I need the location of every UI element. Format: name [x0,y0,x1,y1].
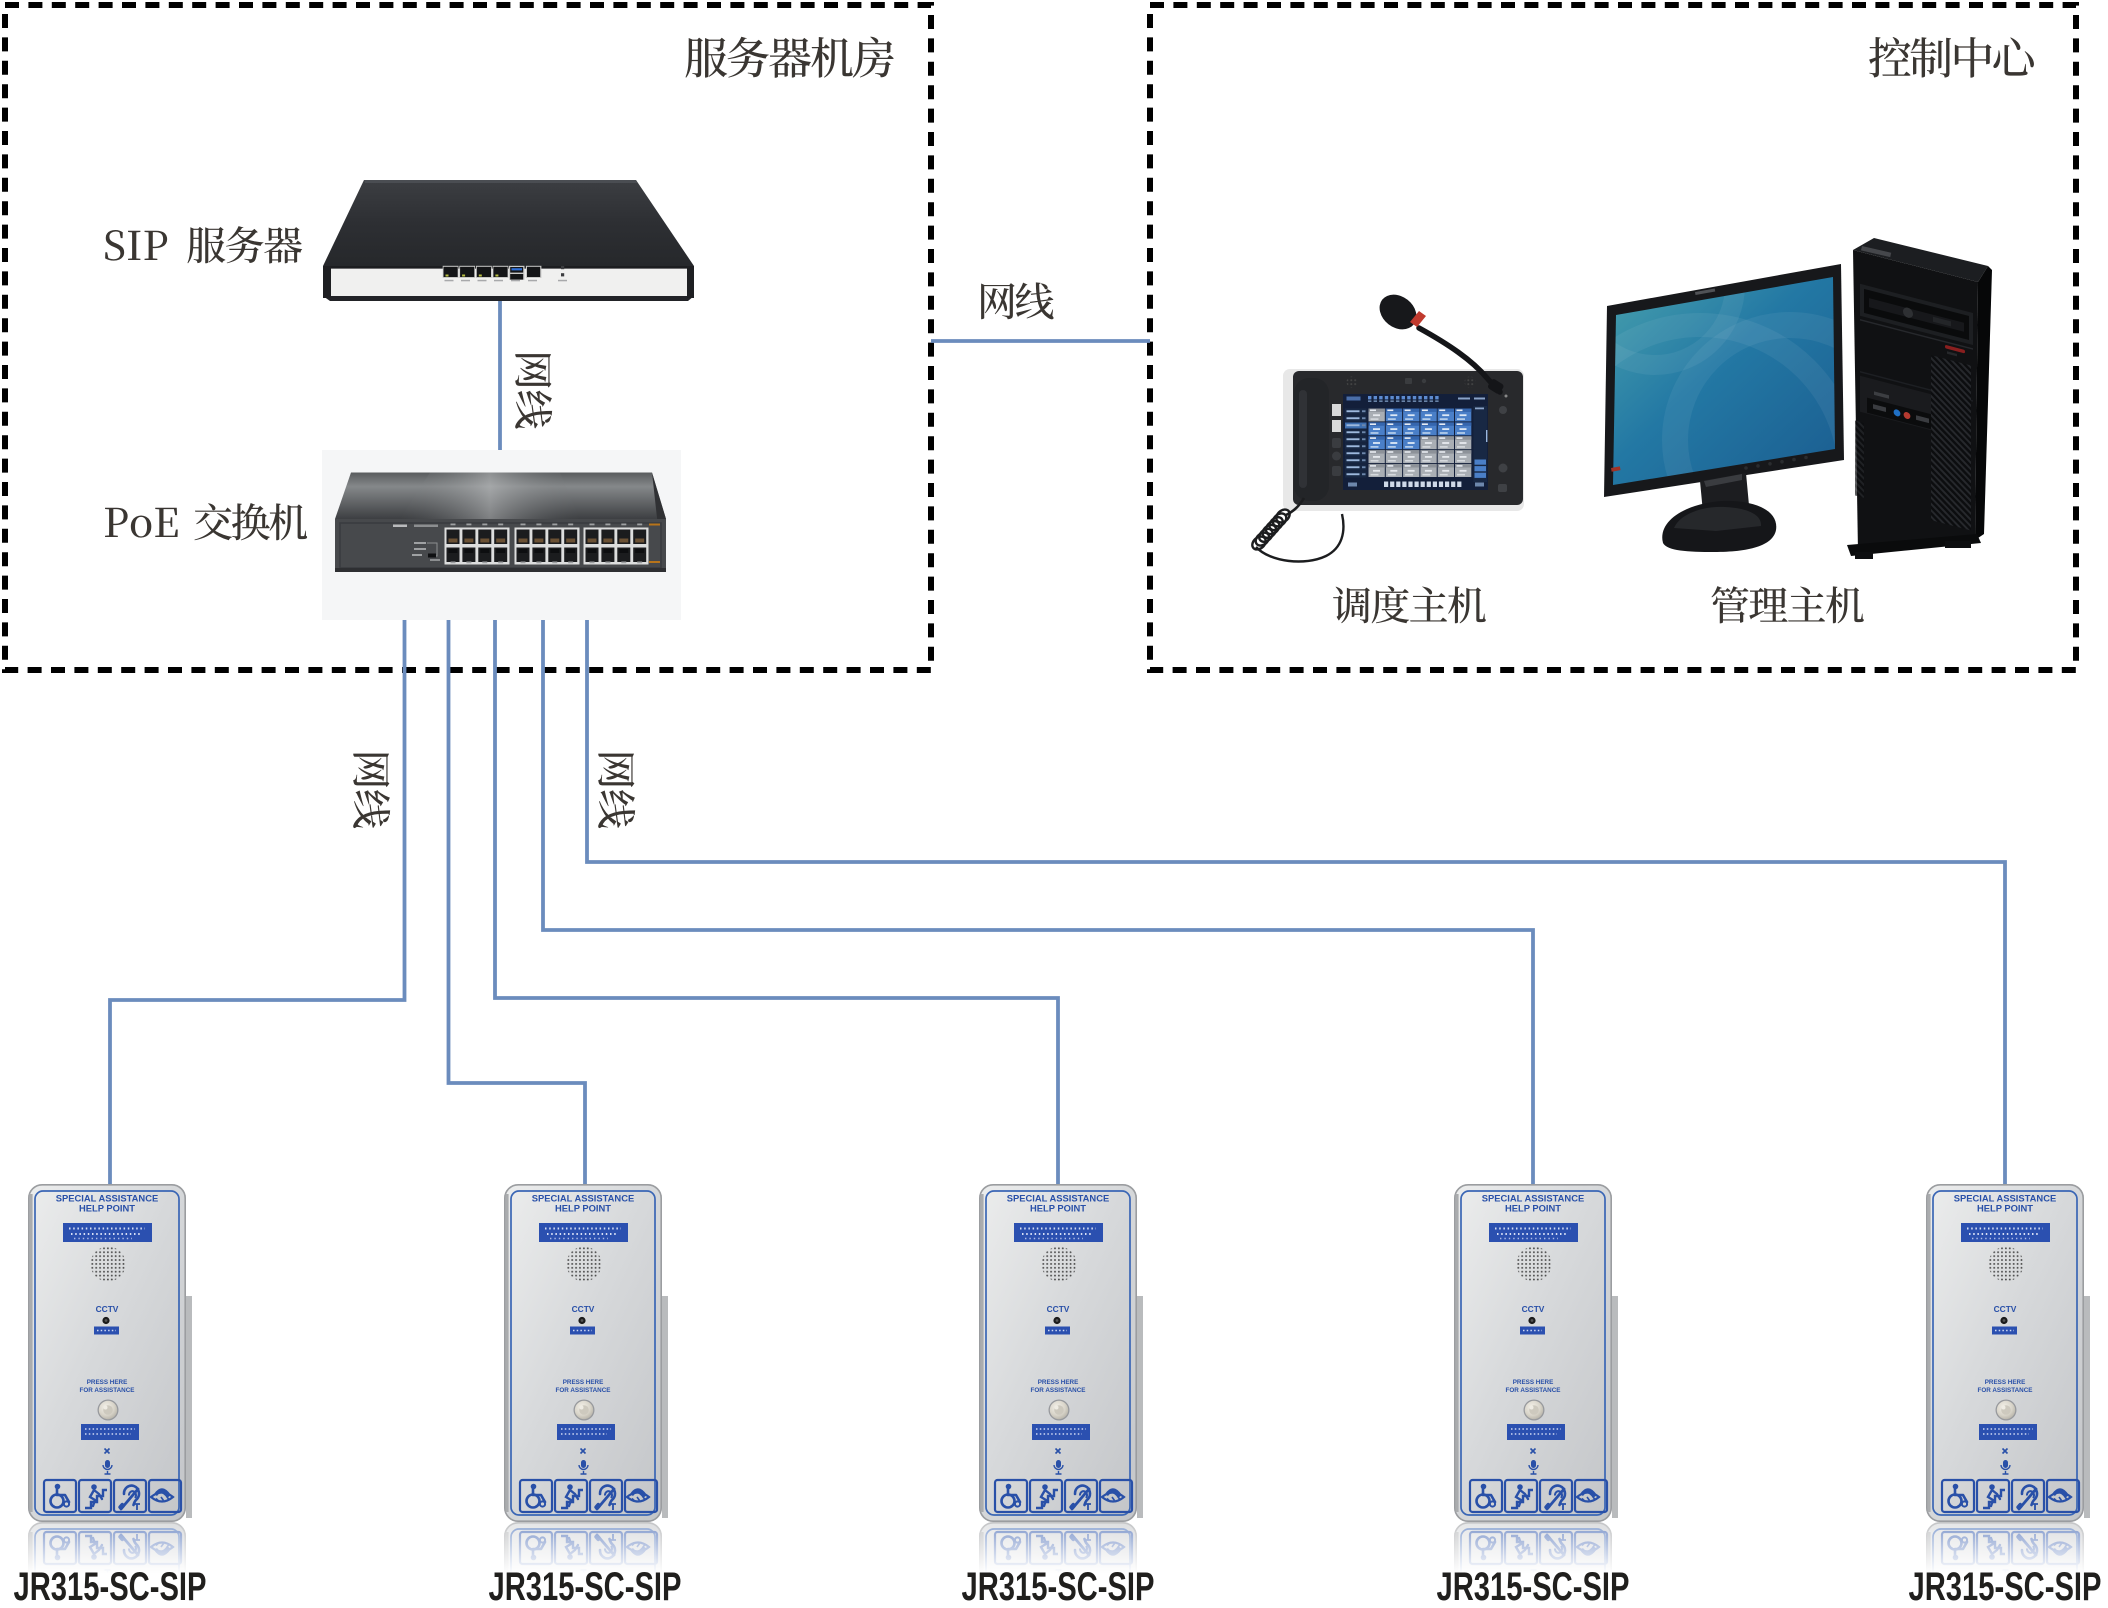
svg-text:JR315-SC-SIP: JR315-SC-SIP [489,1565,682,1608]
svg-text:JR315-SC-SIP: JR315-SC-SIP [1909,1565,2102,1608]
svg-text:JR315-SC-SIP: JR315-SC-SIP [962,1565,1155,1608]
svg-text:JR315-SC-SIP: JR315-SC-SIP [1437,1565,1630,1608]
svg-text:JR315-SC-SIP: JR315-SC-SIP [14,1565,207,1608]
